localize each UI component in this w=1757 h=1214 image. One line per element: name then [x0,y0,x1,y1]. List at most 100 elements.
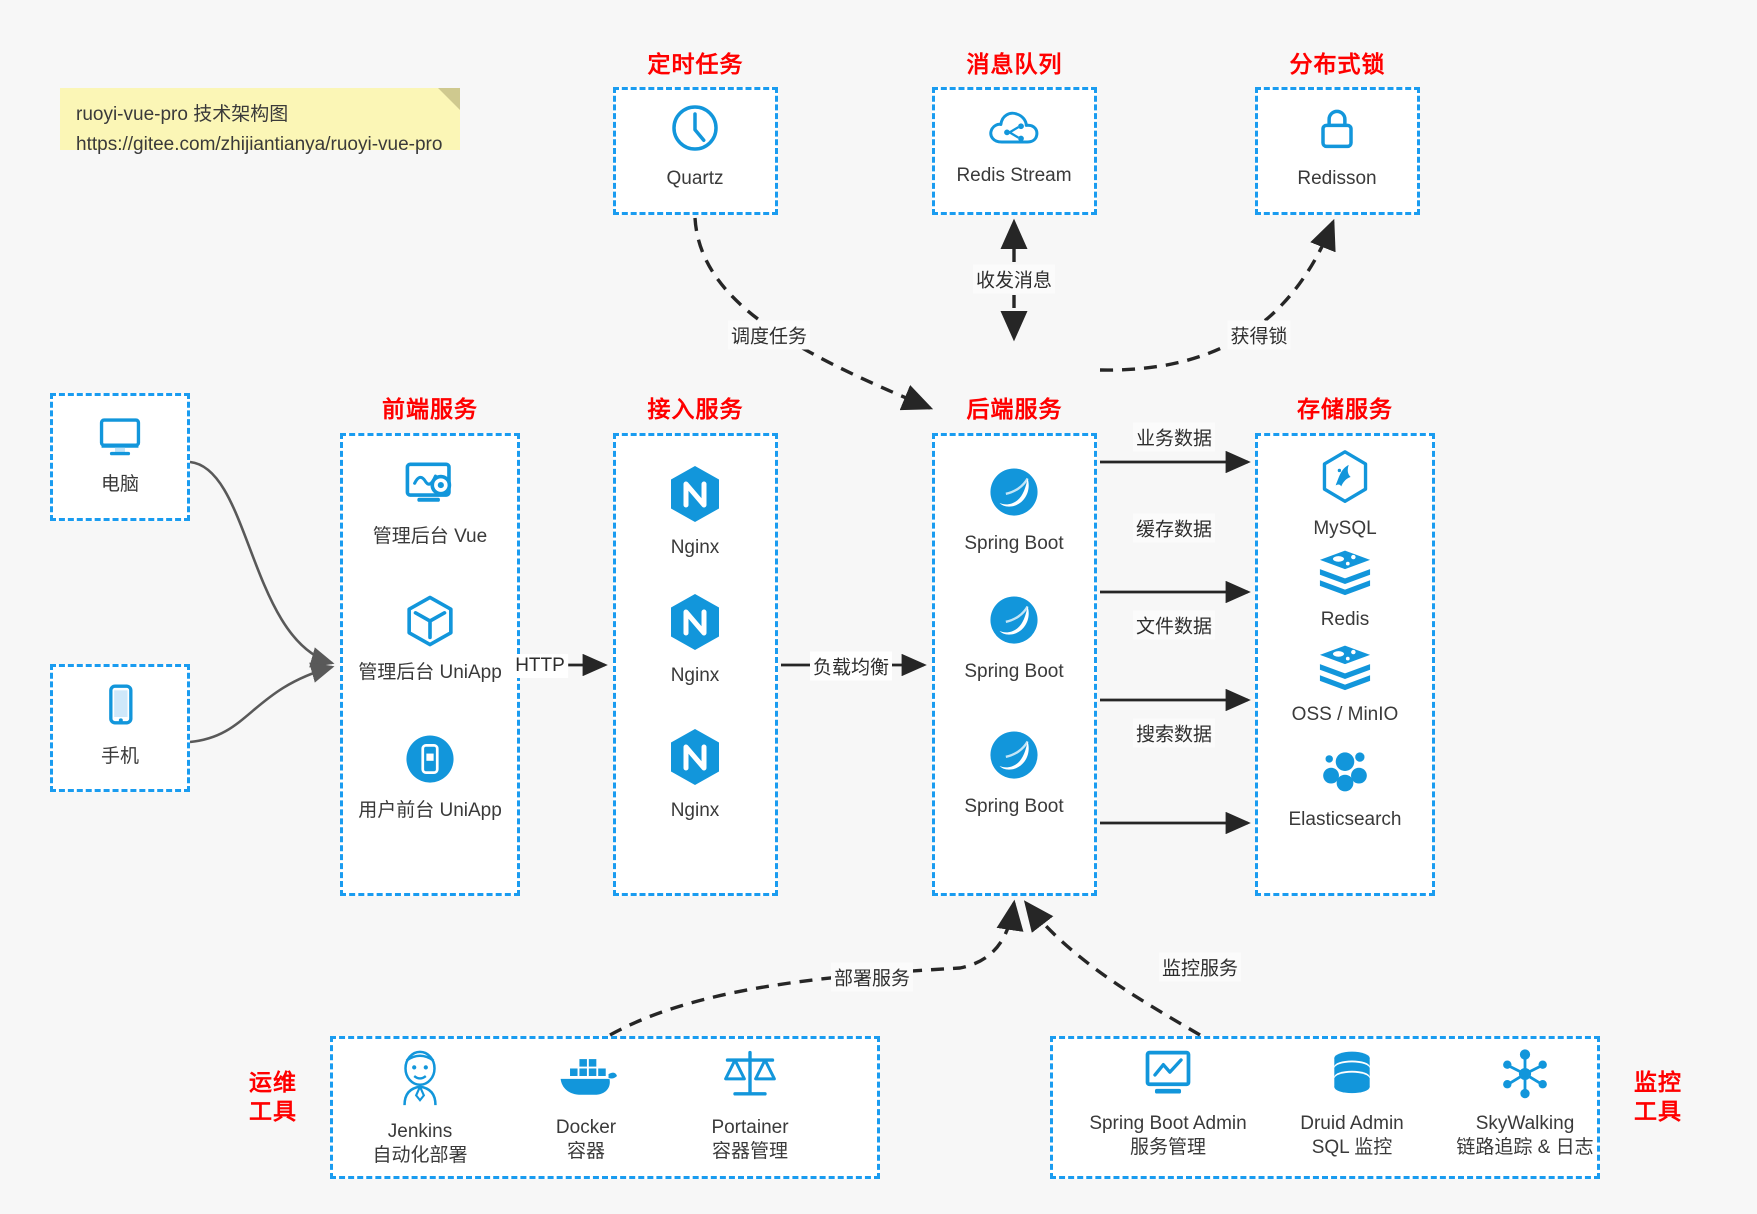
phone-app-icon [401,730,459,793]
edge-label-deploy-service: 部署服务 [830,962,914,992]
edge-mobile-to-frontend [189,662,335,744]
node-portainer[interactable]: Portainer 容器管理 [675,1047,825,1165]
section-box-monitoring [1050,1036,1600,1179]
section-title-monitoring: 监控 工具 [1623,1068,1693,1126]
node-label: 管理后台 UniApp [358,662,502,683]
node-spring-boot-1[interactable]: Spring Boot [939,463,1089,556]
node-nginx-2[interactable]: Nginx [620,591,770,688]
node-oss-minio[interactable]: OSS / MinIO [1270,640,1420,727]
section-box-storage [1255,433,1435,896]
node-label: OSS / MinIO [1291,704,1399,725]
note-line-1: ruoyi-vue-pro 技术架构图 [76,104,289,125]
section-box-devops [330,1036,880,1179]
node-mobile[interactable]: 手机 [45,680,195,769]
node-sublabel: SQL 监控 [1311,1137,1393,1159]
section-title-storage: 存储服务 [1297,396,1393,422]
monitoring-title-line-1: 监控 [1634,1069,1682,1095]
edge-label-file-data: 文件数据 [1132,610,1216,640]
node-label: Spring Boot [964,796,1064,817]
node-label: Spring Boot Admin [1089,1113,1247,1134]
node-label: Nginx [670,537,720,558]
node-label: Redis [1320,609,1370,630]
section-title-message-queue: 消息队列 [966,51,1063,77]
node-sublabel: 容器管理 [711,1141,788,1163]
edge-label-search-data: 搜索数据 [1132,718,1216,748]
node-nginx-1[interactable]: Nginx [620,463,770,560]
spring-leaf-icon [985,726,1043,789]
database-icon [1325,1047,1379,1106]
nginx-icon [666,591,724,658]
node-label: Nginx [670,800,720,821]
node-quartz[interactable]: Quartz [620,100,770,191]
client-box-desktop [50,393,190,521]
edge-deploy-service [609,899,1024,1037]
node-label: Nginx [670,665,720,686]
nginx-icon [666,726,724,793]
node-mysql[interactable]: MySQL [1270,448,1420,541]
mysql-icon [1317,448,1373,511]
edge-acquire-lock [1099,218,1336,372]
section-title-backend: 后端服务 [966,396,1063,422]
node-label: 管理后台 Vue [372,526,488,547]
section-box-distributed-lock [1255,87,1420,215]
edge-label-biz-data: 业务数据 [1132,422,1216,452]
edge-label-load-balance: 负载均衡 [809,651,893,681]
lock-icon [1309,100,1365,161]
node-admin-vue[interactable]: 管理后台 Vue [355,458,505,549]
node-spring-boot-admin[interactable]: Spring Boot Admin 服务管理 [1073,1047,1263,1161]
nginx-icon [666,463,724,530]
node-redis[interactable]: Redis [1270,545,1420,632]
section-title-scheduled-task: 定时任务 [647,51,744,77]
node-label: Docker [555,1117,617,1138]
section-box-frontend [340,433,520,896]
node-user-uniapp[interactable]: 用户前台 UniApp [355,730,505,823]
node-label: Spring Boot [964,661,1064,682]
dashboard-gear-icon [400,458,460,519]
node-label: Redisson [1297,168,1377,189]
note-fold-corner [438,88,460,110]
node-spring-boot-3[interactable]: Spring Boot [939,726,1089,819]
node-skywalking[interactable]: SkyWalking 链路追踪 & 日志 [1440,1047,1610,1161]
scales-icon [720,1047,780,1110]
node-elasticsearch[interactable]: Elasticsearch [1270,745,1420,832]
node-label: Spring Boot [964,533,1064,554]
node-label: Elasticsearch [1288,809,1402,830]
edge-label-cache-data: 缓存数据 [1132,513,1216,543]
section-box-message-queue [932,87,1097,215]
node-admin-uniapp[interactable]: 管理后台 UniApp [355,592,505,685]
node-druid-admin[interactable]: Druid Admin SQL 监控 [1267,1047,1437,1161]
node-nginx-3[interactable]: Nginx [620,726,770,823]
node-label: Druid Admin [1300,1113,1404,1134]
node-sublabel: 服务管理 [1129,1137,1206,1159]
redis-icon [1316,640,1374,697]
node-label: Portainer [711,1117,789,1138]
monitoring-title-line-2: 工具 [1634,1097,1682,1124]
spring-leaf-icon [985,463,1043,526]
edge-label-acquire-lock: 获得锁 [1227,320,1291,350]
docker-whale-icon [555,1047,617,1110]
clock-icon [667,100,723,161]
redis-icon [1316,545,1374,602]
node-sublabel: 自动化部署 [372,1145,468,1167]
node-docker[interactable]: Docker 容器 [511,1047,661,1165]
edge-schedule-task [693,217,934,411]
section-title-devops: 运维 工具 [238,1068,308,1126]
node-spring-boot-2[interactable]: Spring Boot [939,591,1089,684]
node-label: Quartz [666,168,724,189]
node-redisson[interactable]: Redisson [1262,100,1412,191]
node-label: Jenkins [387,1121,453,1142]
node-redis-stream[interactable]: Redis Stream [939,103,1089,188]
devops-title-line-2: 工具 [249,1097,297,1124]
section-title-distributed-lock: 分布式锁 [1289,51,1386,77]
spring-leaf-icon [985,591,1043,654]
section-title-gateway: 接入服务 [647,396,744,422]
node-label: 用户前台 UniApp [358,800,502,821]
edge-label-schedule-task: 调度任务 [727,320,811,350]
edge-label-mq: 收发消息 [972,264,1056,294]
node-label: MySQL [1313,518,1377,539]
node-desktop[interactable]: 电脑 [45,410,195,497]
node-label: SkyWalking [1475,1113,1575,1134]
node-jenkins[interactable]: Jenkins 自动化部署 [345,1047,495,1169]
monitor-chart-icon [1140,1047,1196,1106]
architecture-note: ruoyi-vue-pro 技术架构图 https://gitee.com/zh… [60,88,460,155]
